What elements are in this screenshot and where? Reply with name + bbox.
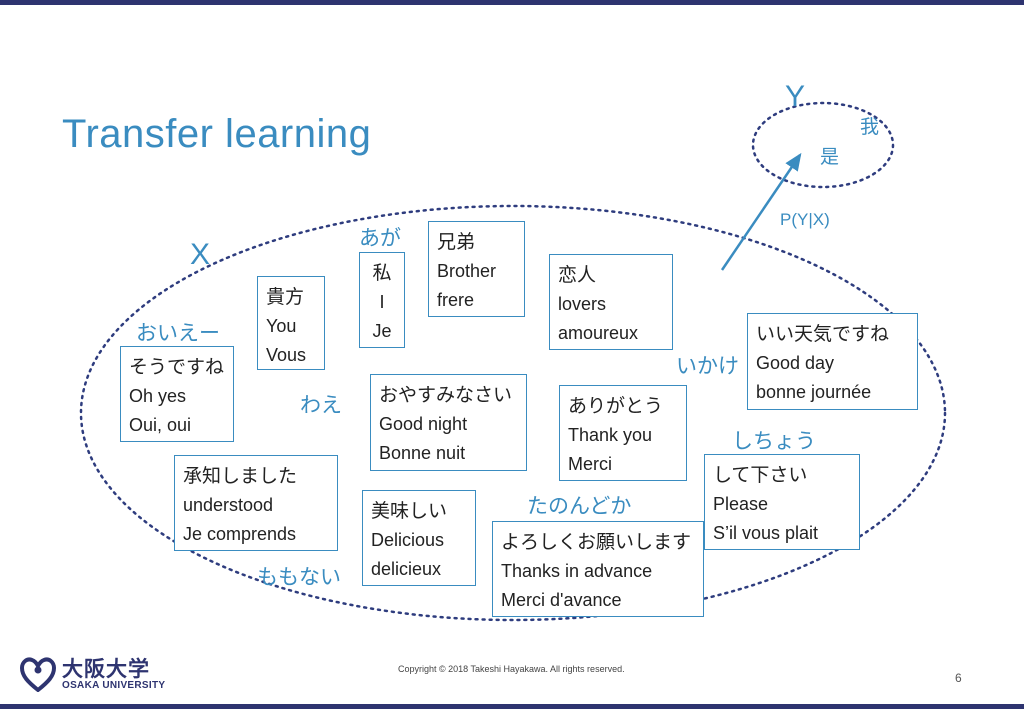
phrase-en: You bbox=[266, 316, 297, 336]
phrase-box: して下さい Please S’il vous plait bbox=[704, 454, 860, 550]
phrase-jp: 貴方 bbox=[266, 287, 305, 308]
phrase-en: Delicious bbox=[371, 530, 445, 550]
phrase-fr: delicieux bbox=[371, 559, 442, 579]
phrase-fr: frere bbox=[437, 290, 475, 310]
phrase-fr: Oui, oui bbox=[129, 415, 192, 435]
logo-text-en: OSAKA UNIVERSITY bbox=[62, 680, 166, 691]
phrase-box: 恋人 lovers amoureux bbox=[549, 254, 673, 350]
phrase-box: ありがとう Thank you Merci bbox=[559, 385, 687, 481]
phrase-en: Good day bbox=[756, 353, 835, 373]
y-domain-ellipse bbox=[751, 101, 895, 189]
phrase-box: 兄弟 Brother frere bbox=[428, 221, 525, 317]
phrase-fr: Je bbox=[372, 321, 392, 341]
copyright-notice: Copyright © 2018 Takeshi Hayakawa. All r… bbox=[398, 664, 625, 674]
phrase-en: understood bbox=[183, 495, 274, 515]
phrase-en: Please bbox=[713, 494, 769, 514]
phrase-box: よろしくお願いします Thanks in advance Merci d'ava… bbox=[492, 521, 704, 617]
y-char-1: 我 bbox=[860, 117, 880, 138]
phrase-box: そうですね Oh yes Oui, oui bbox=[120, 346, 234, 442]
phrase-box: 美味しい Delicious delicieux bbox=[362, 490, 476, 586]
y-char-2: 是 bbox=[820, 147, 840, 168]
phrase-en: Thanks in advance bbox=[501, 561, 653, 581]
arrow-label: P(Y|X) bbox=[780, 210, 830, 229]
phrase-jp: 私 bbox=[372, 263, 392, 284]
phrase-en: I bbox=[379, 292, 385, 312]
top-bar bbox=[0, 0, 1024, 5]
x-domain-ellipse bbox=[79, 204, 947, 622]
phrase-fr: S’il vous plait bbox=[713, 523, 819, 543]
phrase-box: 貴方 You Vous bbox=[257, 276, 325, 370]
phrase-jp: 恋人 bbox=[558, 265, 597, 286]
dialect-tag: あが bbox=[359, 227, 401, 250]
phrase-jp: いい天気ですね bbox=[756, 324, 890, 345]
phrase-en: Good night bbox=[379, 414, 468, 434]
phrase-jp: 美味しい bbox=[371, 501, 448, 522]
phrase-fr: Bonne nuit bbox=[379, 443, 466, 463]
university-logo-icon bbox=[20, 657, 56, 692]
dialect-tag: いかけ bbox=[676, 355, 739, 378]
page-number: 6 bbox=[955, 671, 962, 685]
phrase-jp: よろしくお願いします bbox=[501, 532, 692, 553]
x-label: X bbox=[190, 238, 211, 271]
y-label: Y bbox=[785, 80, 806, 113]
dialect-tag: しちょう bbox=[732, 430, 816, 453]
dialect-tag: ももない bbox=[257, 566, 341, 589]
phrase-fr: bonne journée bbox=[756, 382, 872, 402]
transfer-arrow bbox=[720, 152, 802, 271]
phrase-fr: Je comprends bbox=[183, 524, 297, 544]
phrase-box: おやすみなさい Good night Bonne nuit bbox=[370, 374, 527, 471]
phrase-fr: Merci d'avance bbox=[501, 590, 622, 610]
phrase-fr: Merci bbox=[568, 454, 612, 474]
dialect-tag: おいえー bbox=[136, 322, 220, 345]
dialect-tag: たのんどか bbox=[527, 495, 632, 518]
phrase-en: Thank you bbox=[568, 425, 653, 445]
bottom-bar bbox=[0, 704, 1024, 709]
phrase-box: 承知しました understood Je comprends bbox=[174, 455, 338, 551]
phrase-en: Oh yes bbox=[129, 386, 187, 406]
phrase-jp: そうですね bbox=[129, 357, 225, 378]
phrase-en: Brother bbox=[437, 261, 497, 281]
phrase-box: 私 I Je bbox=[359, 252, 405, 348]
phrase-box: いい天気ですね Good day bonne journée bbox=[747, 313, 918, 410]
slide-title: Transfer learning bbox=[62, 112, 372, 156]
phrase-jp: 承知しました bbox=[183, 466, 298, 487]
phrase-en: lovers bbox=[558, 294, 607, 314]
phrase-fr: amoureux bbox=[558, 323, 639, 343]
phrase-jp: おやすみなさい bbox=[379, 385, 513, 406]
phrase-jp: 兄弟 bbox=[437, 232, 476, 253]
dialect-tag: わえ bbox=[300, 394, 342, 417]
phrase-jp: して下さい bbox=[713, 465, 808, 486]
phrase-fr: Vous bbox=[266, 345, 307, 365]
logo-text-jp: 大阪大学 bbox=[62, 658, 150, 681]
phrase-jp: ありがとう bbox=[568, 396, 664, 417]
